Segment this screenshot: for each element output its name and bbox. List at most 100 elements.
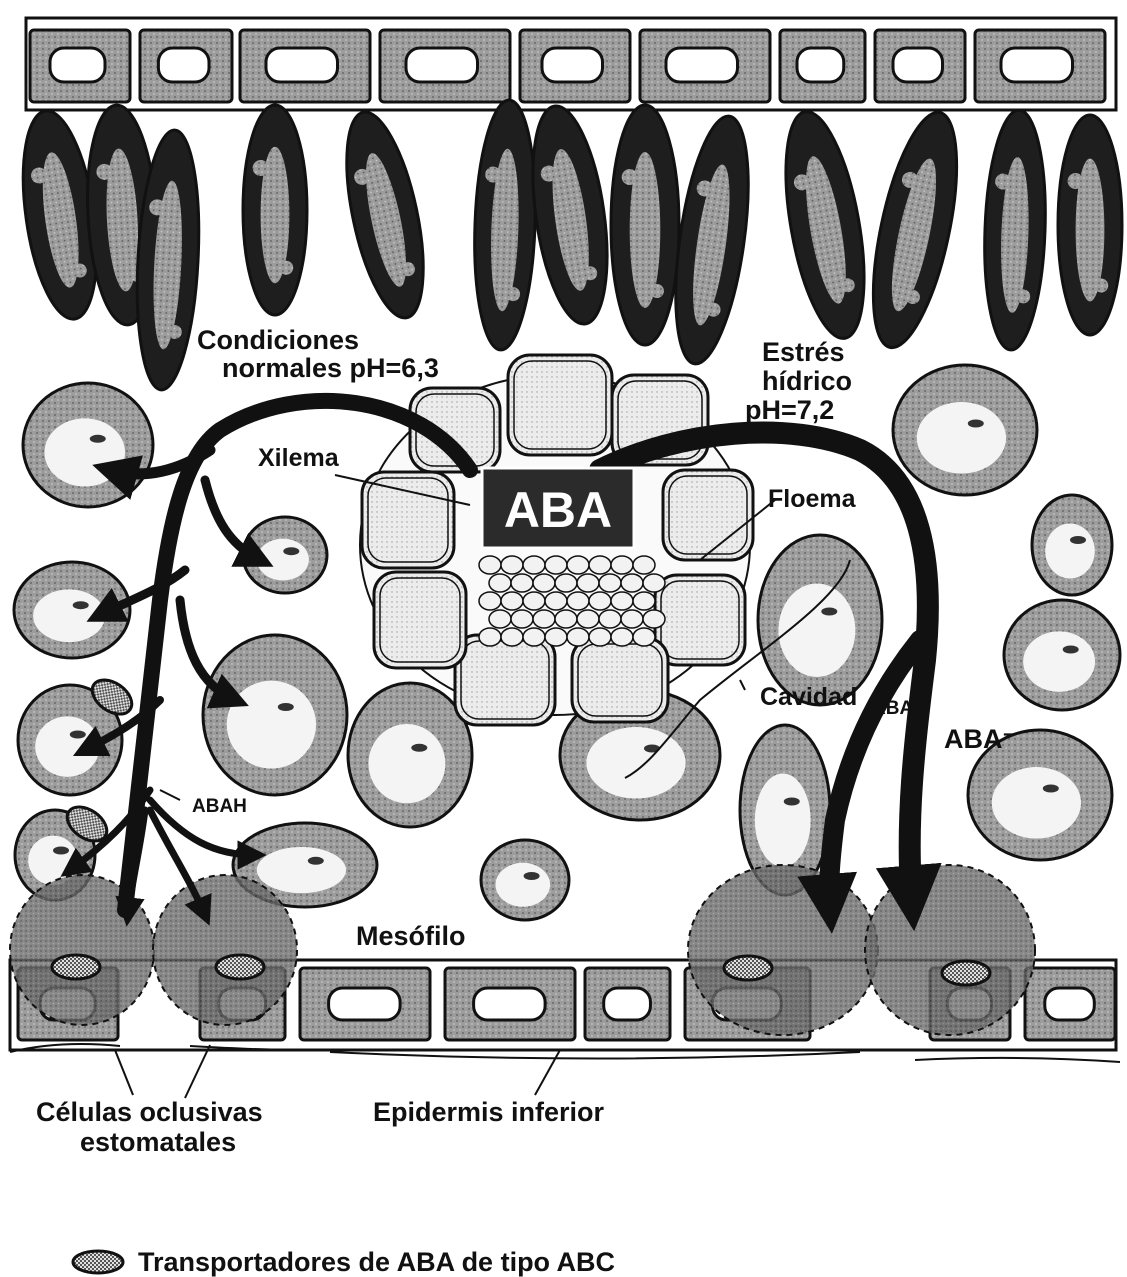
mesophyll-cell bbox=[23, 383, 153, 507]
estres-label-1: Estrés bbox=[762, 337, 845, 367]
transporter-icon bbox=[724, 956, 772, 980]
mesophyll-cell bbox=[1004, 600, 1120, 710]
phloem-cell bbox=[479, 628, 501, 646]
phloem-cell bbox=[589, 592, 611, 610]
legend: Transportadores de ABA de tipo ABC bbox=[73, 1247, 615, 1277]
phloem-cell bbox=[633, 556, 655, 574]
palisade-cell bbox=[981, 109, 1049, 351]
epidermis-cell bbox=[780, 30, 865, 102]
palisade-cell bbox=[857, 106, 973, 355]
guard-cell bbox=[865, 865, 1035, 1035]
mesophyll-cell bbox=[1032, 495, 1112, 595]
phloem-cell bbox=[577, 610, 599, 628]
aba-box: ABA bbox=[482, 468, 634, 548]
phloem-cell bbox=[567, 592, 589, 610]
upper-epidermis bbox=[26, 18, 1116, 110]
celulas-label-1: Células oclusivas bbox=[36, 1097, 263, 1127]
aba-minus-label: ABA⁻ bbox=[944, 724, 1017, 754]
epidermis-cell bbox=[300, 968, 430, 1040]
phloem-cell bbox=[599, 610, 621, 628]
phloem-cell bbox=[523, 592, 545, 610]
floema-label: Floema bbox=[768, 485, 857, 513]
aba-box-label: ABA bbox=[504, 482, 612, 538]
abc-transporter-icon bbox=[73, 1251, 123, 1273]
palisade-cell bbox=[611, 105, 679, 345]
bundle-sheath-cell bbox=[374, 572, 466, 668]
phloem-cell bbox=[479, 556, 501, 574]
abah-label: ABAH bbox=[192, 796, 247, 817]
phloem-cell bbox=[611, 592, 633, 610]
epidermis-cell bbox=[30, 30, 130, 102]
bundle-sheath-cell bbox=[655, 575, 745, 665]
phloem-cell bbox=[545, 592, 567, 610]
bundle-sheath-cell bbox=[508, 355, 612, 455]
phloem-cell bbox=[633, 628, 655, 646]
epidermis-cell bbox=[140, 30, 232, 102]
palisade-cell bbox=[1058, 115, 1122, 335]
aba-minus-small-label: ABA⁻ bbox=[872, 698, 923, 719]
phloem-cell bbox=[567, 556, 589, 574]
phloem-cell bbox=[577, 574, 599, 592]
palisade-cell bbox=[471, 99, 540, 351]
palisade-cell bbox=[772, 106, 879, 344]
mesophyll-cell bbox=[203, 635, 347, 795]
phloem-cell bbox=[611, 628, 633, 646]
bundle-sheath-cell bbox=[362, 472, 454, 568]
phloem-cell bbox=[567, 628, 589, 646]
bundle-sheath-cell bbox=[572, 638, 668, 722]
phloem-cell bbox=[555, 610, 577, 628]
phloem-cell bbox=[489, 610, 511, 628]
phloem-cell bbox=[523, 628, 545, 646]
phloem-cell bbox=[555, 574, 577, 592]
epidermis-cell bbox=[585, 968, 670, 1040]
epidermis-label: Epidermis inferior bbox=[373, 1097, 605, 1127]
palisade-cell bbox=[521, 101, 619, 328]
phloem-cell bbox=[643, 574, 665, 592]
phloem-cell bbox=[633, 592, 655, 610]
palisade-cell bbox=[332, 106, 438, 325]
epidermis-cell bbox=[1025, 968, 1115, 1040]
phloem-cell bbox=[545, 628, 567, 646]
mesophyll-cell bbox=[348, 683, 472, 827]
condiciones-label-2: normales pH=6,3 bbox=[222, 353, 439, 383]
guard-cell bbox=[688, 865, 878, 1035]
legend-text: Transportadores de ABA de tipo ABC bbox=[138, 1247, 615, 1277]
phloem-cell bbox=[545, 556, 567, 574]
epidermis-cell bbox=[640, 30, 770, 102]
epidermis-cell bbox=[380, 30, 510, 102]
phloem-cell bbox=[501, 592, 523, 610]
mesophyll-cell bbox=[893, 365, 1037, 495]
condiciones-label-1: Condiciones bbox=[197, 325, 359, 355]
palisade-cell bbox=[243, 105, 307, 315]
phloem-cell bbox=[511, 610, 533, 628]
guard-cell bbox=[153, 875, 297, 1025]
phloem-cell bbox=[611, 556, 633, 574]
epidermis-cell bbox=[445, 968, 575, 1040]
phloem-cell bbox=[589, 628, 611, 646]
bundle-sheath-cell bbox=[455, 635, 555, 725]
phloem-cell bbox=[501, 628, 523, 646]
estres-label-2: hídrico bbox=[762, 366, 852, 396]
epidermis-cell bbox=[975, 30, 1105, 102]
palisade-layer bbox=[12, 99, 1122, 391]
bundle-sheath-cell bbox=[663, 470, 753, 560]
phloem-cell bbox=[501, 556, 523, 574]
phloem-cell bbox=[621, 610, 643, 628]
phloem-cell bbox=[533, 610, 555, 628]
xilema-label: Xilema bbox=[258, 444, 340, 472]
transporter-icon bbox=[216, 955, 264, 979]
phloem-cell bbox=[479, 592, 501, 610]
celulas-label-2: estomatales bbox=[80, 1127, 236, 1157]
estres-label-3: pH=7,2 bbox=[745, 395, 834, 425]
epidermis-cell bbox=[875, 30, 965, 102]
phloem-cell bbox=[523, 556, 545, 574]
mesophyll-cell bbox=[481, 840, 569, 920]
phloem-cell bbox=[643, 610, 665, 628]
transporter-icon bbox=[52, 955, 100, 979]
mesophyll-cell bbox=[758, 535, 882, 705]
phloem-cell bbox=[599, 574, 621, 592]
phloem-cell bbox=[621, 574, 643, 592]
cavidad-label: Cavidad bbox=[760, 683, 857, 711]
phloem-cell bbox=[533, 574, 555, 592]
